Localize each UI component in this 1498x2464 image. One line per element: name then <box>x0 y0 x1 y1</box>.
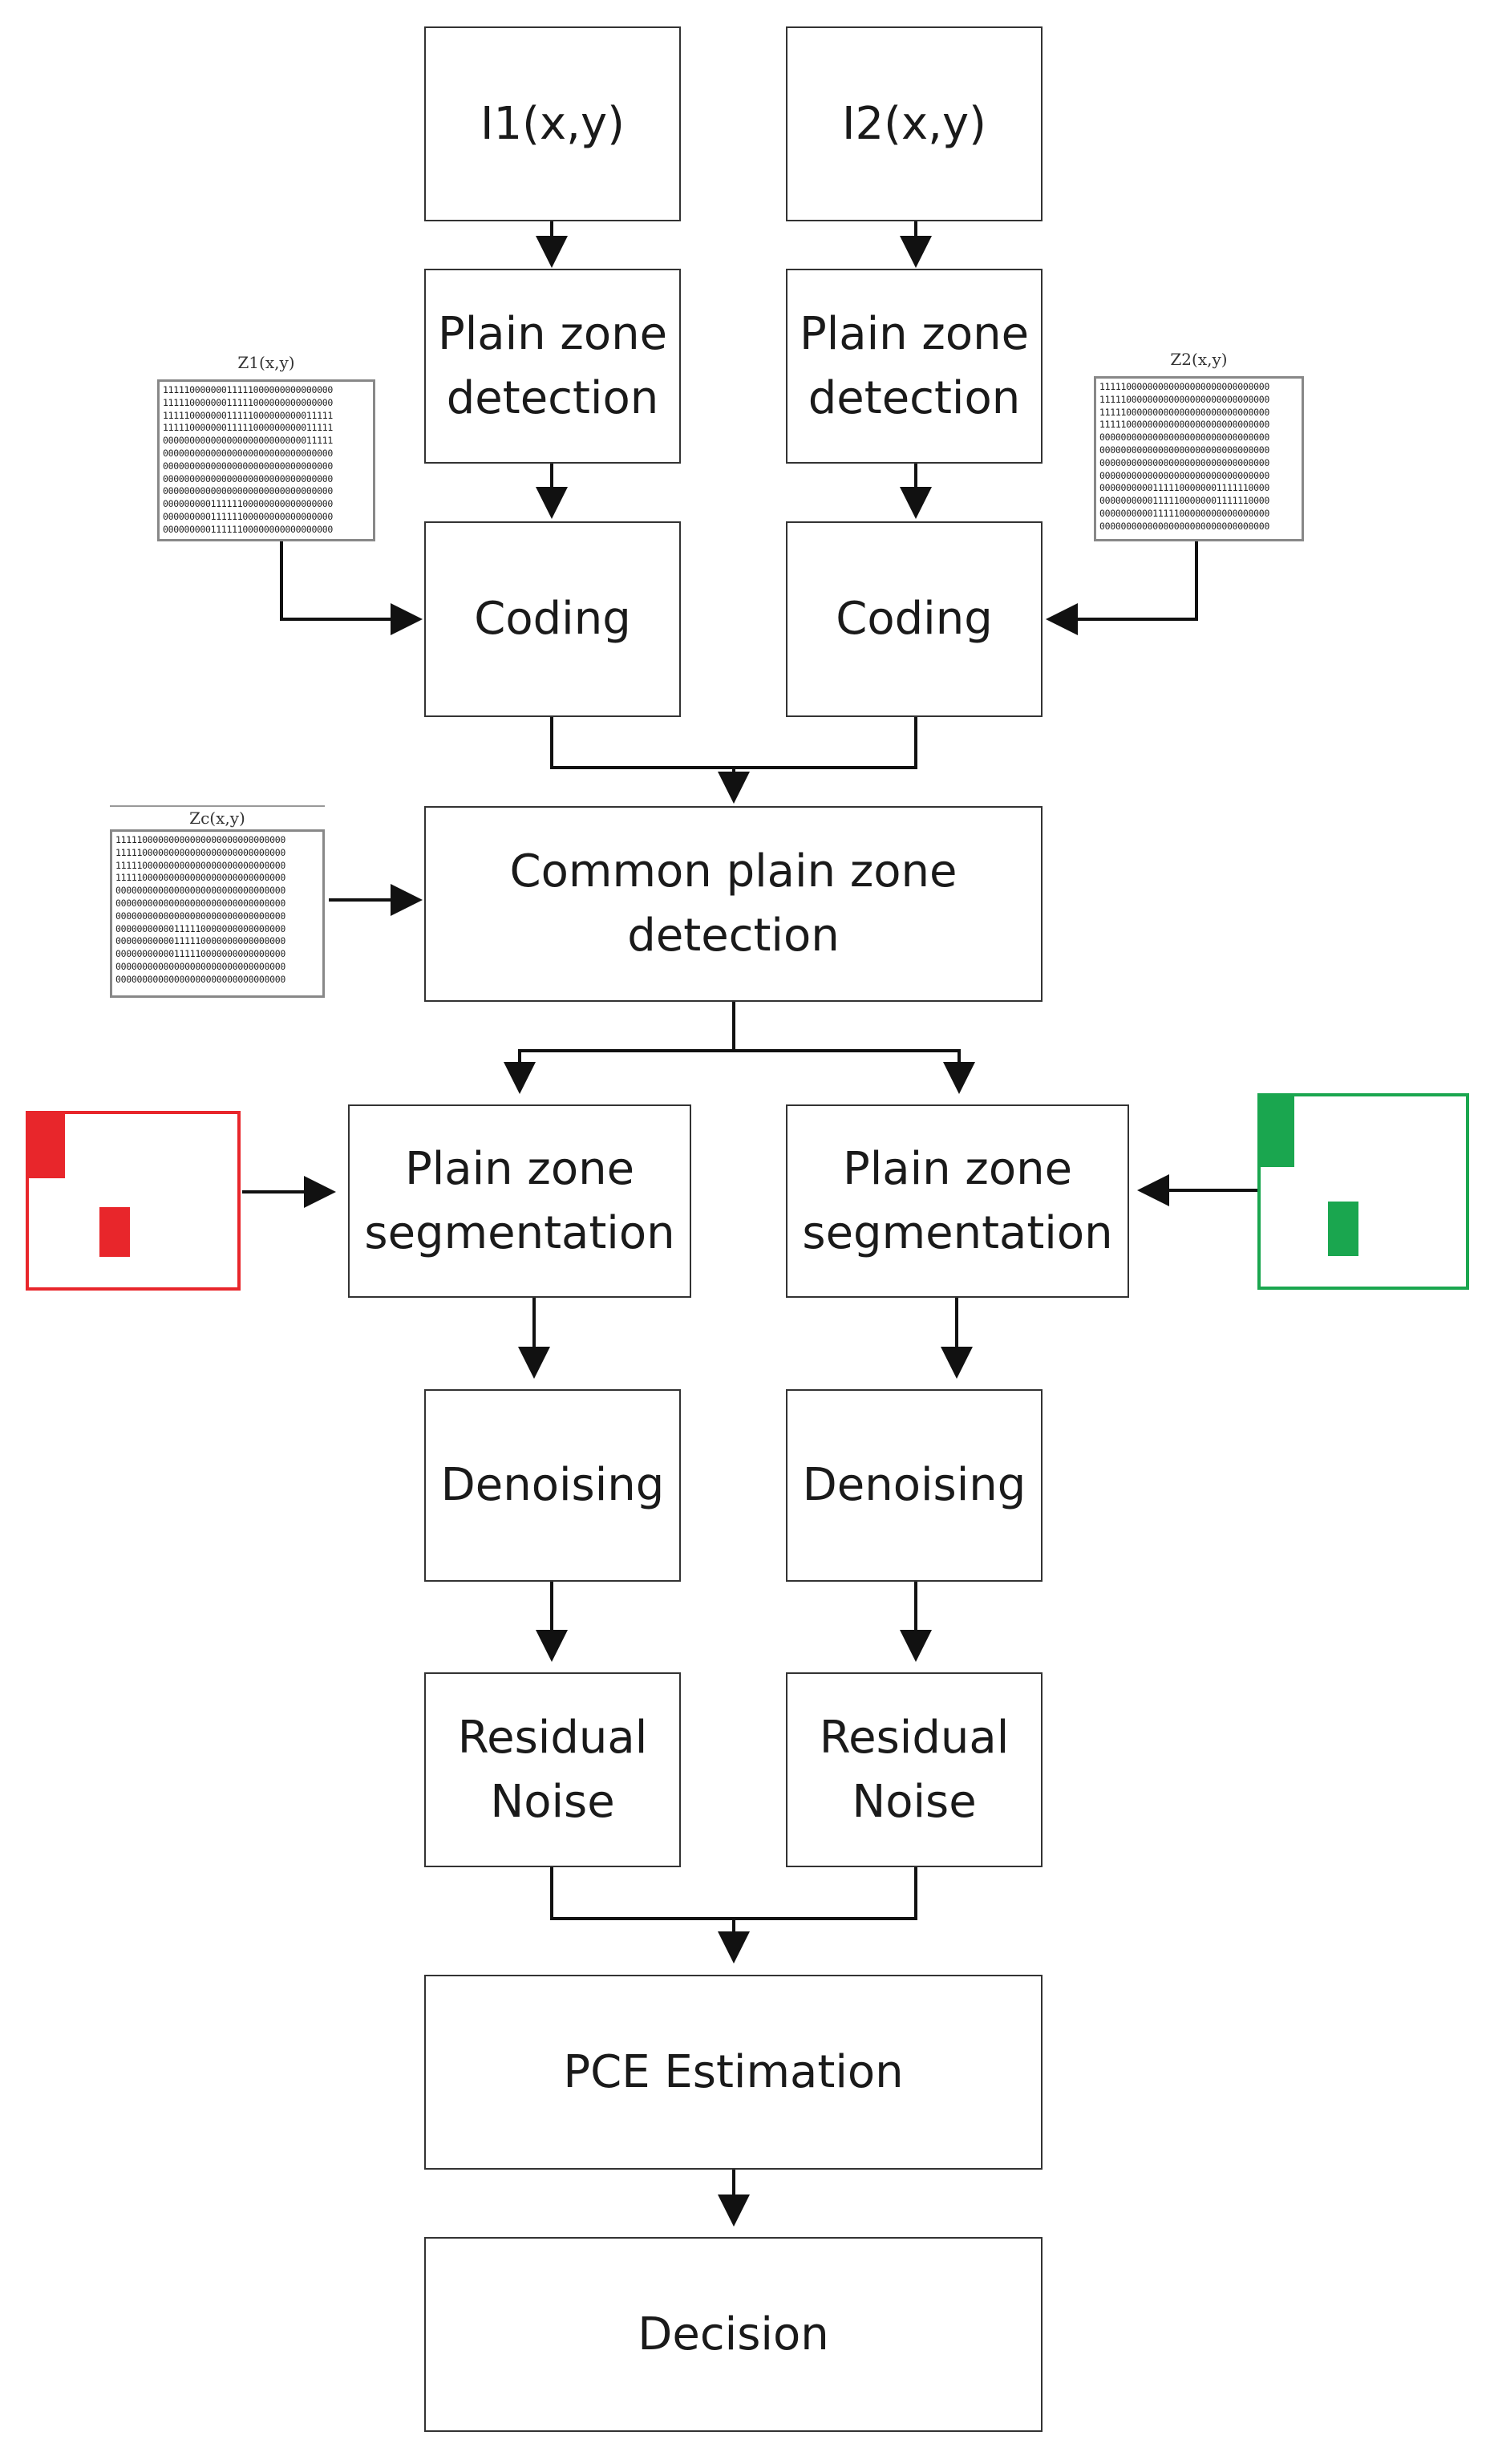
z1-matrix-thumbnail: 11111000000011111000000000000000 1111100… <box>157 379 375 541</box>
green-mask-thumbnail <box>1257 1093 1469 1290</box>
z1-matrix-digits: 11111000000011111000000000000000 1111100… <box>163 384 333 535</box>
z2-matrix-thumbnail: 11111000000000000000000000000000 1111100… <box>1094 376 1304 541</box>
arrow-z1-to-coding1 <box>280 541 423 635</box>
zc-matrix-label: Zc(x,y) <box>110 805 325 828</box>
arrow-z2-to-coding2 <box>1046 541 1198 635</box>
input-image-1-label: I1(x,y) <box>480 97 625 150</box>
input-image-2-box: I2(x,y) <box>786 26 1043 221</box>
common-plain-zone-detection-label: Common plain zone detection <box>509 845 958 962</box>
zc-matrix-digits: 11111000000000000000000000000000 1111100… <box>115 834 285 985</box>
plain-zone-segmentation-1-label: Plain zone segmentation <box>364 1142 675 1259</box>
decision-box: Decision <box>424 2237 1043 2432</box>
split-common-line-right <box>734 1049 975 1094</box>
denoising-1-box: Denoising <box>424 1389 681 1582</box>
coding-1-label: Coding <box>474 593 631 645</box>
pce-estimation-label: PCE Estimation <box>563 2045 904 2098</box>
decision-label: Decision <box>638 2308 829 2361</box>
split-common-line <box>504 1002 735 1094</box>
coding-2-label: Coding <box>836 593 993 645</box>
denoising-2-label: Denoising <box>802 1459 1026 1511</box>
zc-matrix-thumbnail: 11111000000000000000000000000000 1111100… <box>110 829 325 998</box>
residual-noise-1-box: Residual Noise <box>424 1672 681 1867</box>
green-mask-block-bottom <box>1328 1202 1358 1256</box>
green-mask-block-top <box>1261 1096 1294 1167</box>
residual-noise-2-label: Residual Noise <box>819 1711 1010 1828</box>
red-mask-thumbnail <box>26 1111 241 1291</box>
residual-noise-2-box: Residual Noise <box>786 1672 1043 1867</box>
plain-zone-detection-1-label: Plain zone detection <box>437 307 668 424</box>
plain-zone-detection-2-label: Plain zone detection <box>799 307 1030 424</box>
input-image-2-label: I2(x,y) <box>842 97 986 150</box>
red-mask-block-top <box>29 1114 65 1178</box>
z2-matrix-label: Z2(x,y) <box>1170 350 1228 369</box>
coding-2-box: Coding <box>786 521 1043 717</box>
common-plain-zone-detection-box: Common plain zone detection <box>424 806 1043 1002</box>
z1-matrix-label: Z1(x,y) <box>237 353 295 372</box>
z2-matrix-digits: 11111000000000000000000000000000 1111100… <box>1099 381 1269 532</box>
plain-zone-segmentation-1-box: Plain zone segmentation <box>348 1104 691 1298</box>
denoising-1-label: Denoising <box>440 1459 665 1511</box>
merge-residual-line <box>550 1867 917 1920</box>
coding-1-box: Coding <box>424 521 681 717</box>
red-mask-block-bottom <box>99 1207 130 1257</box>
denoising-2-box: Denoising <box>786 1389 1043 1582</box>
plain-zone-segmentation-2-label: Plain zone segmentation <box>802 1142 1113 1259</box>
merge-coding-line <box>550 717 917 769</box>
plain-zone-detection-2-box: Plain zone detection <box>786 269 1043 464</box>
input-image-1-box: I1(x,y) <box>424 26 681 221</box>
residual-noise-1-label: Residual Noise <box>457 1711 648 1828</box>
plain-zone-segmentation-2-box: Plain zone segmentation <box>786 1104 1129 1298</box>
plain-zone-detection-1-box: Plain zone detection <box>424 269 681 464</box>
pce-estimation-box: PCE Estimation <box>424 1975 1043 2170</box>
